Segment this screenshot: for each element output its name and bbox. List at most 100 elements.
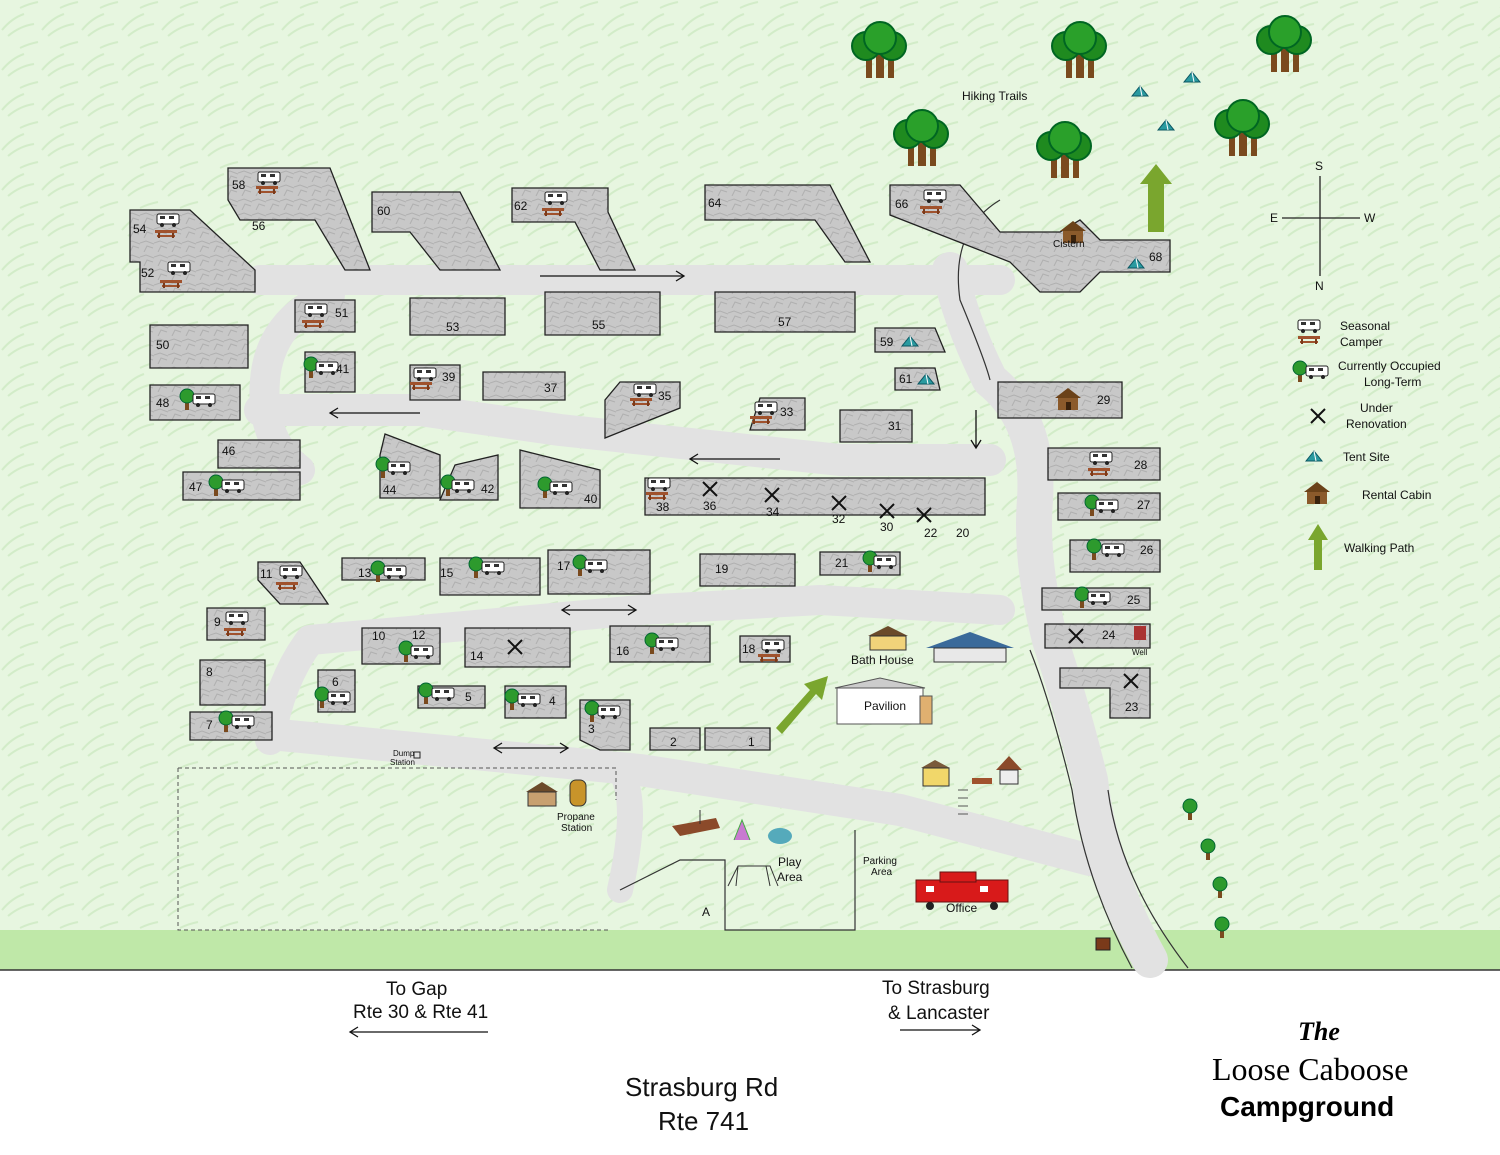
parking-label-1: Parking <box>863 856 897 867</box>
compass-w: W <box>1364 211 1376 225</box>
site-number-44: 44 <box>383 483 397 497</box>
site-number-53: 53 <box>446 320 460 334</box>
grass-strip <box>0 930 1500 970</box>
svg-text:Long-Term: Long-Term <box>1364 375 1421 389</box>
site-number-23: 23 <box>1125 700 1139 714</box>
site-number-19: 19 <box>715 562 729 576</box>
site-number-30: 30 <box>880 520 894 534</box>
caboose-icon <box>915 871 1009 910</box>
svg-text:Under: Under <box>1360 401 1393 415</box>
legend: Seasonal Camper Currently Occupied Long-… <box>1308 319 1441 570</box>
site-number-57: 57 <box>778 315 792 329</box>
left-dest-1: To Gap <box>386 979 447 1000</box>
site-pads <box>129 167 1171 751</box>
site-number-28: 28 <box>1134 458 1148 472</box>
site-number-16: 16 <box>616 644 630 658</box>
site-numbers: 1234567891011121314151617181920212223242… <box>133 178 1163 749</box>
site-number-3: 3 <box>588 722 595 736</box>
site-number-58: 58 <box>232 178 246 192</box>
site-number-9: 9 <box>214 615 221 629</box>
site-number-39: 39 <box>442 370 456 384</box>
site-number-37: 37 <box>544 381 558 395</box>
play-area-label-2: Area <box>777 870 803 884</box>
site-number-59: 59 <box>880 335 894 349</box>
site-number-62: 62 <box>514 199 528 213</box>
site-number-29: 29 <box>1097 393 1111 407</box>
site-number-50: 50 <box>156 338 170 352</box>
main-road-1: Strasburg Rd <box>625 1072 778 1102</box>
dump-label-1: Dump <box>393 749 415 758</box>
site-number-34: 34 <box>766 505 780 519</box>
title-sub: Campground <box>1220 1091 1394 1122</box>
open-field-outline <box>177 767 617 931</box>
site-number-11: 11 <box>260 567 273 581</box>
compass-n: N <box>1315 279 1324 293</box>
main-road-2: Rte 741 <box>658 1106 749 1136</box>
parking-label-2: Area <box>871 867 893 878</box>
site-number-22: 22 <box>924 526 938 540</box>
cistern-label: Cistern <box>1053 239 1085 250</box>
compass-e: E <box>1270 211 1278 225</box>
site-number-46: 46 <box>222 444 236 458</box>
play-area-label-1: Play <box>778 855 801 869</box>
pavilion-label: Pavilion <box>864 699 906 713</box>
walking-paths <box>776 164 1172 734</box>
site-number-6: 6 <box>332 675 339 689</box>
site-number-48: 48 <box>156 396 170 410</box>
right-dest-2: & Lancaster <box>888 1003 990 1024</box>
site-number-10: 10 <box>372 629 386 643</box>
site-number-55: 55 <box>592 318 606 332</box>
site-number-25: 25 <box>1127 593 1141 607</box>
site-number-41: 41 <box>336 362 350 376</box>
office-label: Office <box>946 901 977 915</box>
svg-text:Camper: Camper <box>1340 335 1383 349</box>
hiking-trails-label: Hiking Trails <box>962 89 1027 103</box>
left-dest-2: Rte 30 & Rte 41 <box>353 1002 488 1023</box>
propane-label-2: Station <box>561 823 592 834</box>
bath-house-icon <box>868 626 908 651</box>
site-number-14: 14 <box>470 649 484 663</box>
playground-icons <box>672 810 792 887</box>
site-number-54: 54 <box>133 222 147 236</box>
site-number-36: 36 <box>703 499 717 513</box>
site-number-12: 12 <box>412 628 426 642</box>
site-number-66: 66 <box>895 197 909 211</box>
site-number-61: 61 <box>899 372 913 386</box>
house-icon <box>926 632 1014 663</box>
compass-s: S <box>1315 159 1323 173</box>
site-number-64: 64 <box>708 196 722 210</box>
site-number-7: 7 <box>206 718 213 732</box>
site-number-4: 4 <box>549 694 556 708</box>
site-number-8: 8 <box>206 665 213 679</box>
area-a-label: A <box>702 905 710 919</box>
site-number-26: 26 <box>1140 543 1154 557</box>
site-number-68: 68 <box>1149 250 1163 264</box>
svg-text:Tent Site: Tent Site <box>1343 450 1390 464</box>
site-number-27: 27 <box>1137 498 1151 512</box>
site-number-42: 42 <box>481 482 495 496</box>
site-number-18: 18 <box>742 642 756 656</box>
site-number-38: 38 <box>656 500 670 514</box>
compass <box>1282 176 1360 276</box>
bath-house-label: Bath House <box>851 653 914 667</box>
site-number-1: 1 <box>748 735 755 749</box>
svg-text:Rental Cabin: Rental Cabin <box>1362 488 1431 502</box>
svg-text:Currently Occupied: Currently Occupied <box>1338 359 1441 373</box>
propane-label-1: Propane <box>557 812 595 823</box>
road-area <box>0 970 1500 1155</box>
title-name: Loose Caboose <box>1212 1051 1408 1087</box>
site-number-17: 17 <box>557 559 571 573</box>
site-number-13: 13 <box>358 566 372 580</box>
site-number-31: 31 <box>888 419 902 433</box>
site-number-20: 20 <box>956 526 970 540</box>
svg-text:Renovation: Renovation <box>1346 417 1407 431</box>
site-number-40: 40 <box>584 492 598 506</box>
site-number-5: 5 <box>465 690 472 704</box>
sign-icon <box>1095 937 1111 951</box>
site-number-35: 35 <box>658 389 672 403</box>
dump-label-2: Station <box>390 758 415 767</box>
site-number-15: 15 <box>440 566 454 580</box>
propane-icon <box>526 779 587 807</box>
site-number-24: 24 <box>1102 628 1116 642</box>
